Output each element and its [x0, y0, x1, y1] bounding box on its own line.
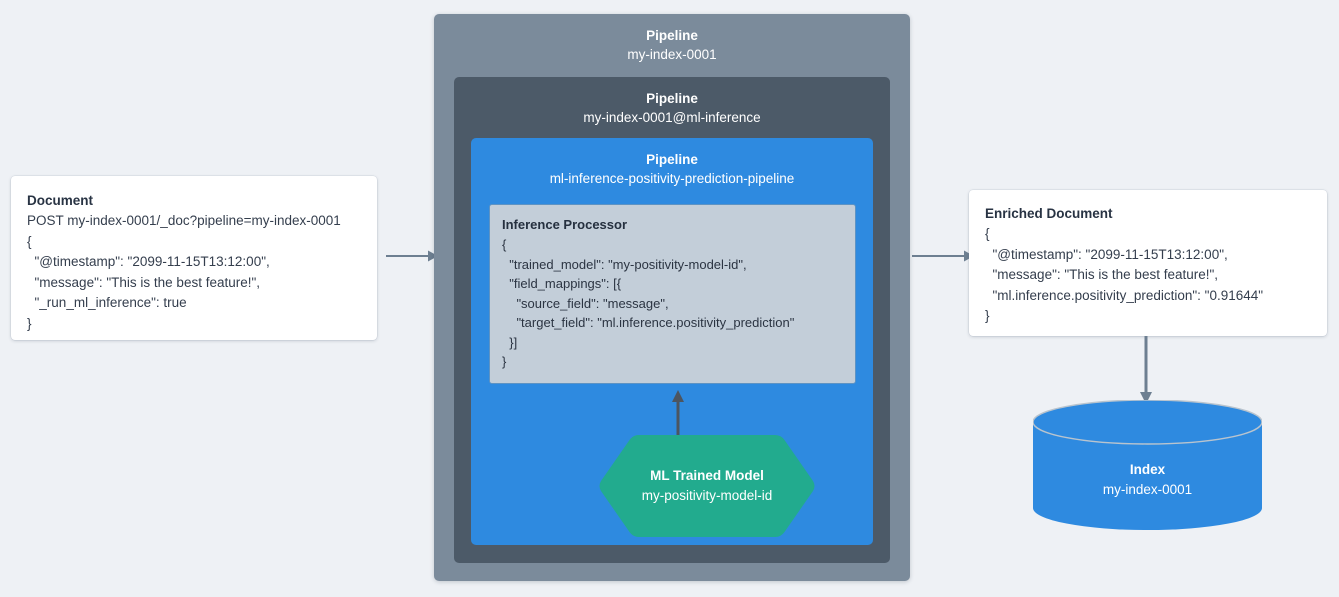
arrow-enriched-to-index-icon [1138, 336, 1154, 404]
inference-processor-line-1: "trained_model": "my-positivity-model-id… [502, 256, 747, 272]
pipeline-outer-box: Pipeline my-index-0001 Pipeline my-index… [434, 14, 910, 581]
document-card-line-2: "@timestamp": "2099-11-15T13:12:00", [27, 254, 270, 269]
enriched-document-line-0: { [985, 226, 990, 241]
inference-processor-line-3: "source_field": "message", [502, 295, 669, 311]
inference-processor-line-2: "field_mappings": [{ [502, 276, 622, 291]
inference-processor-box: Inference Processor { "trained_model": "… [489, 204, 856, 384]
pipeline-middle-label: Pipeline [646, 91, 698, 106]
document-card-line-1: { [27, 233, 32, 249]
inference-processor-line-5: }] [502, 334, 518, 350]
pipeline-inner-header: Pipeline ml-inference-positivity-predict… [471, 138, 873, 189]
inference-processor-line-0: { [502, 237, 507, 252]
pipeline-inner-label: Pipeline [646, 152, 698, 167]
pipeline-inner-box: Pipeline ml-inference-positivity-predict… [471, 138, 873, 545]
enriched-document-line-3: "ml.inference.positivity_prediction": "0… [985, 287, 1264, 303]
inference-processor-title: Inference Processor [502, 217, 628, 232]
pipeline-outer-label: Pipeline [646, 28, 698, 43]
pipeline-middle-box: Pipeline my-index-0001@ml-inference Pipe… [454, 77, 890, 563]
pipeline-middle-header: Pipeline my-index-0001@ml-inference [454, 77, 890, 128]
document-card-line-0: POST my-index-0001/_doc?pipeline=my-inde… [27, 213, 341, 228]
enriched-document-card: Enriched Document { "@timestamp": "2099-… [969, 190, 1327, 336]
enriched-document-line-2: "message": "This is the best feature!", [985, 267, 1219, 282]
pipeline-inner-name: ml-inference-positivity-prediction-pipel… [549, 171, 795, 186]
index-cylinder: Index my-index-0001 [1033, 400, 1262, 530]
ml-trained-model-hexagon: ML Trained Model my-positivity-model-id [595, 431, 819, 541]
pipeline-outer-name: my-index-0001 [627, 47, 717, 62]
arrow-document-to-pipeline-icon [386, 248, 438, 264]
enriched-document-line-4: } [985, 308, 990, 323]
document-card-line-4: "_run_ml_inference": true [27, 295, 187, 310]
inference-processor-line-4: "target_field": "ml.inference.positivity… [502, 315, 795, 330]
document-card-title: Document [27, 193, 94, 208]
inference-processor-line-6: } [502, 354, 507, 369]
document-card: Document POST my-index-0001/_doc?pipelin… [11, 176, 377, 340]
document-card-line-5: } [27, 315, 32, 331]
document-card-line-3: "message": "This is the best feature!", [27, 274, 261, 290]
pipeline-middle-name: my-index-0001@ml-inference [583, 110, 761, 125]
pipeline-outer-header: Pipeline my-index-0001 [434, 14, 910, 65]
enriched-document-line-1: "@timestamp": "2099-11-15T13:12:00", [985, 246, 1228, 262]
arrow-pipeline-to-enriched-icon [912, 248, 974, 264]
enriched-document-title: Enriched Document [985, 206, 1113, 221]
